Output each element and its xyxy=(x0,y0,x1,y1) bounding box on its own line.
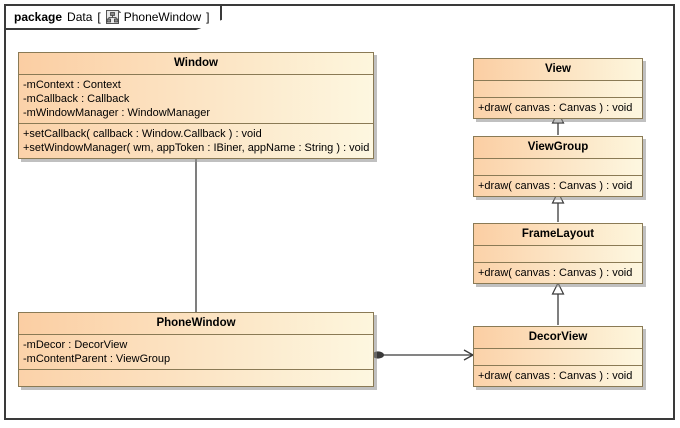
attribute-row: -mContext : Context xyxy=(23,79,121,91)
bracket-close: ] xyxy=(206,10,210,24)
class-name-window: Window xyxy=(19,53,373,75)
attributes-compartment-phonewindow: -mDecor : DecorView -mContentParent : Vi… xyxy=(19,335,373,370)
class-box-view[interactable]: View +draw( canvas : Canvas ) : void xyxy=(473,58,643,119)
operation-row: +draw( canvas : Canvas ) : void xyxy=(478,102,633,114)
operation-row: +setCallback( callback : Window.Callback… xyxy=(23,128,262,140)
class-name-decorview: DecorView xyxy=(474,327,642,349)
package-keyword: package xyxy=(14,10,63,24)
package-hierarchy-icon xyxy=(105,9,121,25)
class-name-viewgroup: ViewGroup xyxy=(474,137,642,159)
operation-row: +draw( canvas : Canvas ) : void xyxy=(478,180,633,192)
attribute-row: -mCallback : Callback xyxy=(23,93,130,105)
operations-compartment-phonewindow xyxy=(19,370,373,386)
operation-row: +setWindowManager( wm, appToken : IBiner… xyxy=(23,142,370,154)
operation-row: +draw( canvas : Canvas ) : void xyxy=(478,370,633,382)
attributes-compartment-decorview xyxy=(474,349,642,366)
operations-compartment-framelayout: +draw( canvas : Canvas ) : void xyxy=(474,263,642,283)
class-box-viewgroup[interactable]: ViewGroup +draw( canvas : Canvas ) : voi… xyxy=(473,136,643,197)
package-header-tab: package Data [ PhoneWindow ] xyxy=(4,4,223,30)
operations-compartment-decorview: +draw( canvas : Canvas ) : void xyxy=(474,366,642,386)
class-box-framelayout[interactable]: FrameLayout +draw( canvas : Canvas ) : v… xyxy=(473,223,643,284)
class-box-decorview[interactable]: DecorView +draw( canvas : Canvas ) : voi… xyxy=(473,326,643,387)
class-name-framelayout: FrameLayout xyxy=(474,224,642,246)
package-name: Data xyxy=(67,10,93,24)
operation-row: +draw( canvas : Canvas ) : void xyxy=(478,267,633,279)
class-name-phonewindow: PhoneWindow xyxy=(19,313,373,335)
attributes-compartment-framelayout xyxy=(474,246,642,263)
attribute-row: -mContentParent : ViewGroup xyxy=(23,353,171,365)
attributes-compartment-view xyxy=(474,81,642,98)
attributes-compartment-viewgroup xyxy=(474,159,642,176)
class-box-window[interactable]: Window -mContext : Context -mCallback : … xyxy=(18,52,374,159)
operations-compartment-viewgroup: +draw( canvas : Canvas ) : void xyxy=(474,176,642,196)
attributes-compartment-window: -mContext : Context -mCallback : Callbac… xyxy=(19,75,373,124)
attribute-row: -mDecor : DecorView xyxy=(23,339,128,351)
class-box-phonewindow[interactable]: PhoneWindow -mDecor : DecorView -mConten… xyxy=(18,312,374,387)
attribute-row: -mWindowManager : WindowManager xyxy=(23,107,211,119)
class-name-view: View xyxy=(474,59,642,81)
operations-compartment-view: +draw( canvas : Canvas ) : void xyxy=(474,98,642,118)
package-diagram-name: PhoneWindow xyxy=(123,10,202,24)
operations-compartment-window: +setCallback( callback : Window.Callback… xyxy=(19,124,373,158)
bracket-open: [ xyxy=(97,10,101,24)
